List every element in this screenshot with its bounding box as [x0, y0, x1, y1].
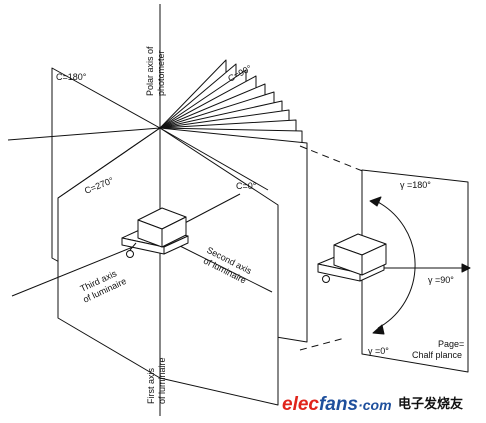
first-axis-label: First axis of luminaire: [146, 357, 167, 404]
projection-dash-bottom: [299, 337, 346, 351]
c-diagonal-lower: [57, 127, 161, 199]
gamma90-label: γ =90°: [428, 275, 454, 285]
page-label: Page= Chalf plance: [412, 339, 467, 360]
watermark-logo: elecfans·com 电子发烧友: [282, 394, 463, 415]
svg-text:电子发烧友: 电子发烧友: [398, 396, 463, 412]
c-diagonal-upper: [159, 127, 269, 191]
svg-text:elecfans·com: elecfans·com: [282, 394, 392, 415]
luminaire-page: [317, 233, 387, 283]
projection-dash-top: [299, 145, 366, 173]
c0-label: C=0°: [236, 181, 257, 191]
luminaire-center: [121, 207, 189, 258]
c180-label: C=180°: [56, 72, 87, 82]
gamma0-label: γ =0°: [368, 346, 389, 356]
gamma-arc-arrow: [375, 200, 416, 329]
polar-axis-label: Polar axis of photometer: [145, 44, 166, 96]
gamma180-label: γ =180°: [400, 180, 431, 190]
c270-axis-line: [7, 127, 161, 141]
